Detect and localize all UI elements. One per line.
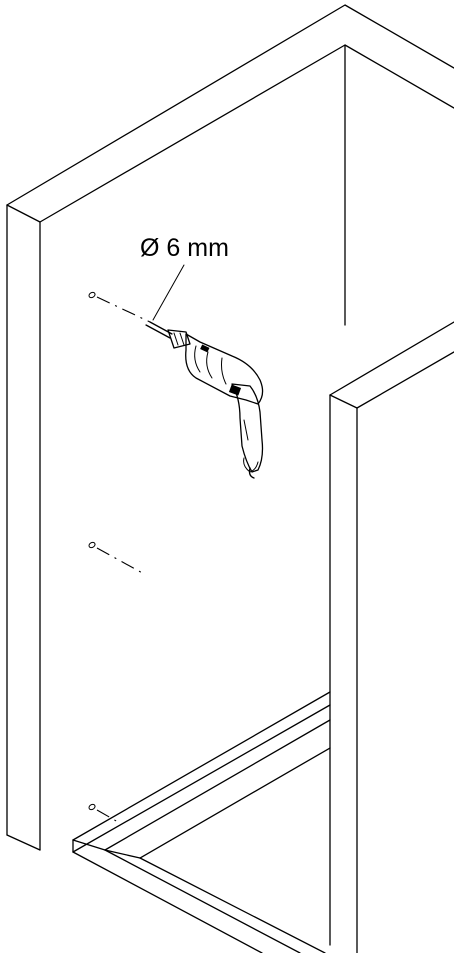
leader-line: [152, 264, 185, 321]
cabinet-bottom-frame: [72, 691, 331, 953]
drill-hole-mark-top: [88, 291, 151, 323]
drill-hole-mark-bottom: [88, 803, 119, 823]
drill-hole-mark-middle: [88, 541, 147, 576]
cabinet-top-panel: [6, 4, 454, 326]
cabinet-left-side-panel: [6, 204, 41, 851]
drill-diameter-label: Ø 6 mm: [140, 234, 229, 262]
cabinet-right-divider-panel: [329, 321, 454, 953]
power-drill-icon: [145, 321, 264, 479]
